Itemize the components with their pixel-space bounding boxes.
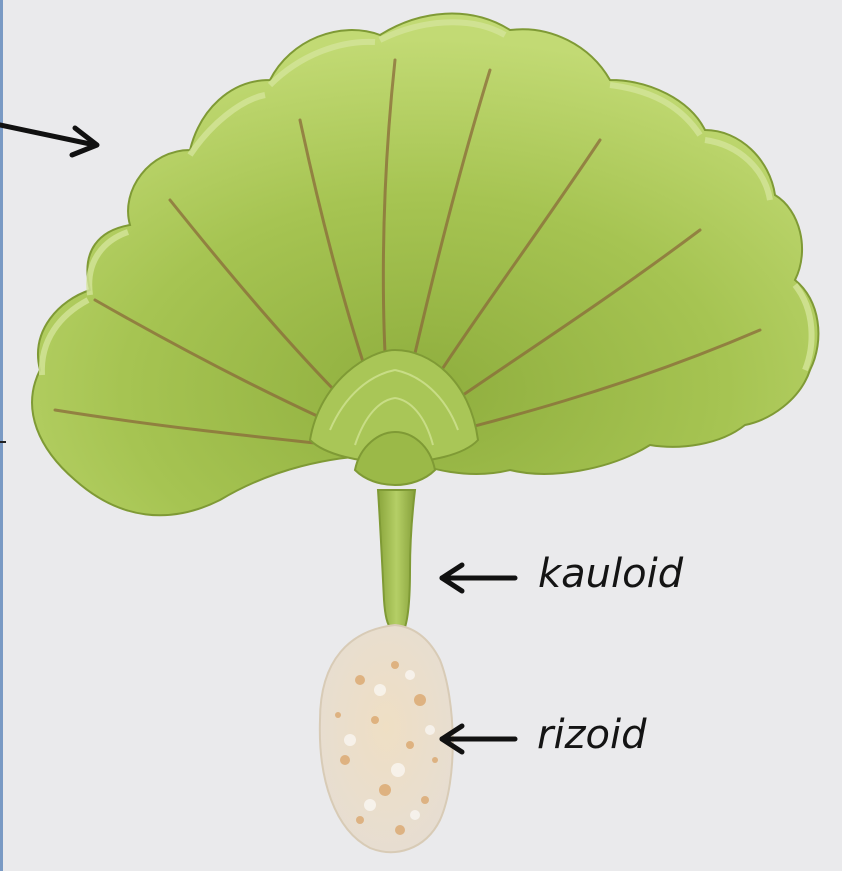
- rhizoid-holdfast: [320, 625, 453, 852]
- kauloid-label: kauloid: [538, 554, 683, 594]
- arrow-left-icon: [442, 565, 515, 591]
- thallus-blade: [32, 14, 818, 516]
- arrow-right-icon: [0, 125, 97, 155]
- stipe-kauloid: [378, 490, 415, 630]
- rizoid-label: rizoid: [537, 715, 647, 755]
- arrow-left-icon: [442, 726, 515, 752]
